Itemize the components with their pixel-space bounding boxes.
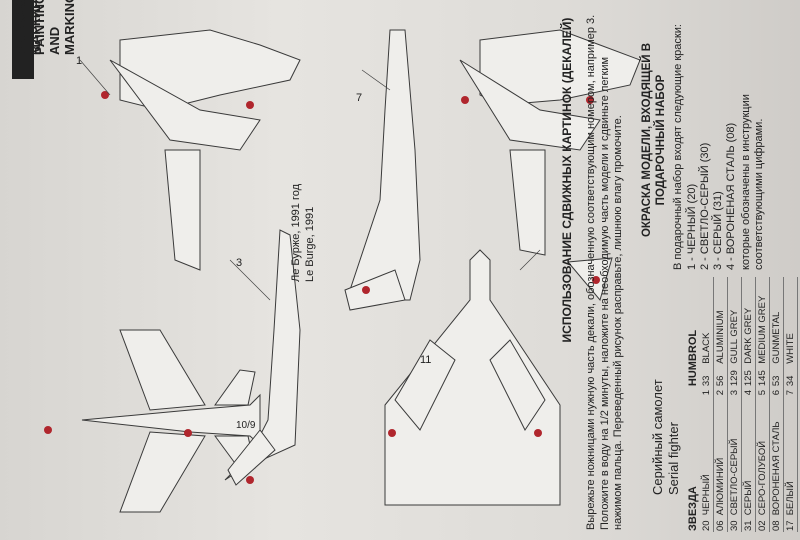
header-zvezda: ЗВЕЗДА [687, 486, 699, 531]
title-box: ОКРАСКА И МАРКИРОВКА PAINTING AND MARKIN… [10, 0, 190, 79]
aircraft-under-view-2 [109, 29, 301, 271]
caption-en: Serial fighter [666, 422, 681, 495]
aircraft-top-view-2 [459, 29, 641, 256]
red-star-markings [44, 91, 600, 484]
caption-ru: Серийный самолет [650, 379, 665, 495]
callout-1: 1 [76, 55, 83, 67]
aircraft-side-view-2 [344, 29, 421, 311]
callout-10-9: 10/9 [236, 420, 256, 431]
paints-note: которые обозначены в инструкции соответс… [740, 94, 765, 270]
le-bourget-en: Le Burge, 1991 [304, 206, 316, 282]
title-en: PAINTING AND MARKING [32, 0, 77, 55]
paints-intro: В подарочный набор входят следующие крас… [672, 24, 684, 270]
header-humbrol: HUMBROL [687, 329, 699, 387]
paint-item: 4 - ВОРОНЕНАЯ СТАЛЬ (08) [725, 122, 737, 270]
paints-list: 1 - ЧЕРНЫЙ (20) 2 - СВЕТЛО-СЕРЫЙ (30) 3 … [686, 10, 738, 270]
paint-item: 2 - СВЕТЛО-СЕРЫЙ (30) [699, 142, 711, 270]
paint-item: 3 - СЕРЫЙ (31) [712, 191, 724, 270]
aircraft-under-view-1 [384, 249, 561, 506]
leader-lines [79, 59, 541, 301]
paints-heading: ОКРАСКА МОДЕЛИ, ВХОДЯЩЕЙ В ПОДАРОЧНЫЙ НА… [641, 42, 667, 238]
paint-item: 1 - ЧЕРНЫЙ (20) [686, 183, 698, 270]
aircraft-top-view-1 [81, 329, 261, 513]
aircraft-side-view-1 [224, 229, 301, 486]
decals-heading: ИСПОЛЬЗОВАНИЕ СДВИЖНЫХ КАРТИНОК (ДЕКАЛЕЙ… [560, 17, 574, 343]
decals-text: Вырежьте ножницами нужную часть декали, … [585, 14, 624, 530]
callout-7: 7 [356, 92, 363, 104]
tail-detail [567, 257, 613, 302]
callout-11: 11 [420, 354, 432, 366]
table-header-row: ЗВЕЗДА HUMBROL [686, 277, 700, 532]
le-bourget-ru: Ле Бурже, 1991 год [290, 183, 302, 282]
callout-3: 3 [236, 257, 243, 269]
